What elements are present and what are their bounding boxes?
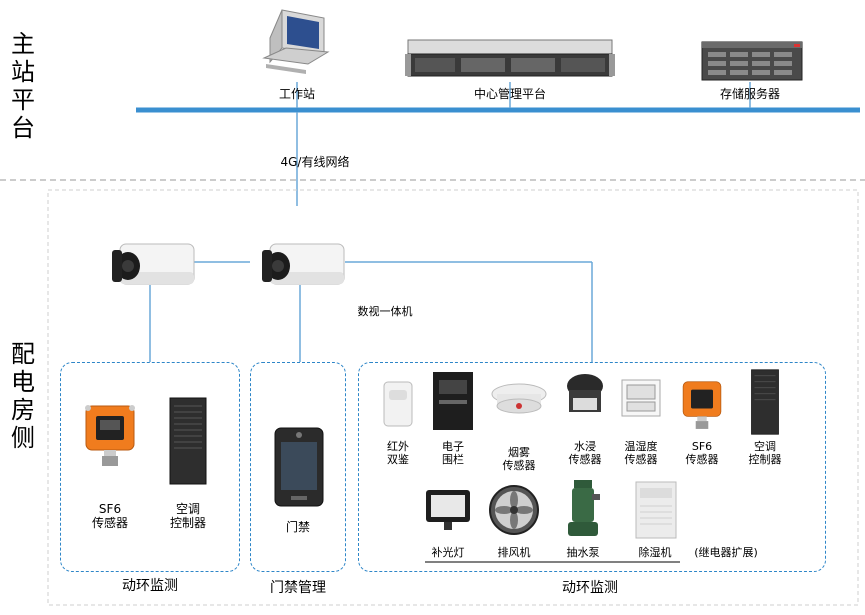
- fill-light-icon: [426, 490, 470, 530]
- rack-server-icon: [405, 39, 615, 77]
- smoke-sensor-icon: [491, 383, 547, 414]
- access-control-group: [250, 362, 346, 572]
- water-pump-icon: [568, 480, 600, 536]
- dehumidifier-icon: [635, 481, 677, 539]
- workstation-label: 工作站: [278, 87, 315, 101]
- right-item-label: 红外 双鉴: [387, 440, 409, 466]
- right-item-label: 水浸 传感器: [568, 440, 602, 466]
- water-sensor-icon: [567, 374, 603, 412]
- ac-controller-icon: [169, 397, 207, 485]
- right-item-label: 烟雾 传感器: [502, 446, 536, 472]
- ac-controller-icon: [751, 369, 779, 435]
- camera-icon: [262, 243, 345, 285]
- camera-icon: [112, 243, 195, 285]
- left-monitor-group: [60, 362, 240, 572]
- right-item-label: 补光灯: [431, 546, 465, 559]
- left-item-label: 空调 控制器: [169, 502, 206, 530]
- access-item-label: 门禁: [285, 520, 310, 534]
- right-group-title: 动环监测: [562, 580, 618, 596]
- exhaust-fan-icon: [489, 485, 539, 535]
- center-platform-label: 中心管理平台: [473, 87, 546, 101]
- substation-region: [47, 189, 859, 606]
- access-terminal-icon: [274, 427, 324, 507]
- right-monitor-group: [358, 362, 826, 572]
- workstation-icon: [262, 9, 330, 74]
- right-item-label: 温湿度 传感器: [624, 440, 658, 466]
- left-item-label: SF6 传感器: [91, 502, 128, 530]
- section-label-master: 主站平台: [11, 30, 35, 142]
- storage-server-icon: [701, 41, 803, 81]
- storage-server-label: 存储服务器: [719, 87, 780, 101]
- right-item-label: SF6 传感器: [685, 440, 719, 466]
- right-item-label: 抽水泵: [566, 546, 600, 559]
- sf6-sensor-icon: [85, 405, 135, 466]
- right-item-label: 电子 围栏: [442, 440, 464, 466]
- network-label: 4G/有线网络: [280, 155, 350, 169]
- infrared-detector-icon: [383, 381, 413, 427]
- sf6-sensor-icon: [682, 381, 722, 429]
- right-item-label: 空调 控制器: [748, 440, 782, 466]
- relay-note: (继电器扩展): [694, 546, 758, 559]
- temp-humidity-sensor-icon: [621, 379, 661, 417]
- camera-label: 数视一体机: [357, 305, 413, 318]
- right-item-label: 除湿机: [638, 546, 672, 559]
- access-group-title: 门禁管理: [270, 580, 326, 596]
- electric-fence-icon: [433, 372, 473, 430]
- left-group-title: 动环监测: [122, 578, 178, 594]
- section-label-substation: 配电房侧: [11, 340, 35, 452]
- right-item-label: 排风机: [497, 546, 531, 559]
